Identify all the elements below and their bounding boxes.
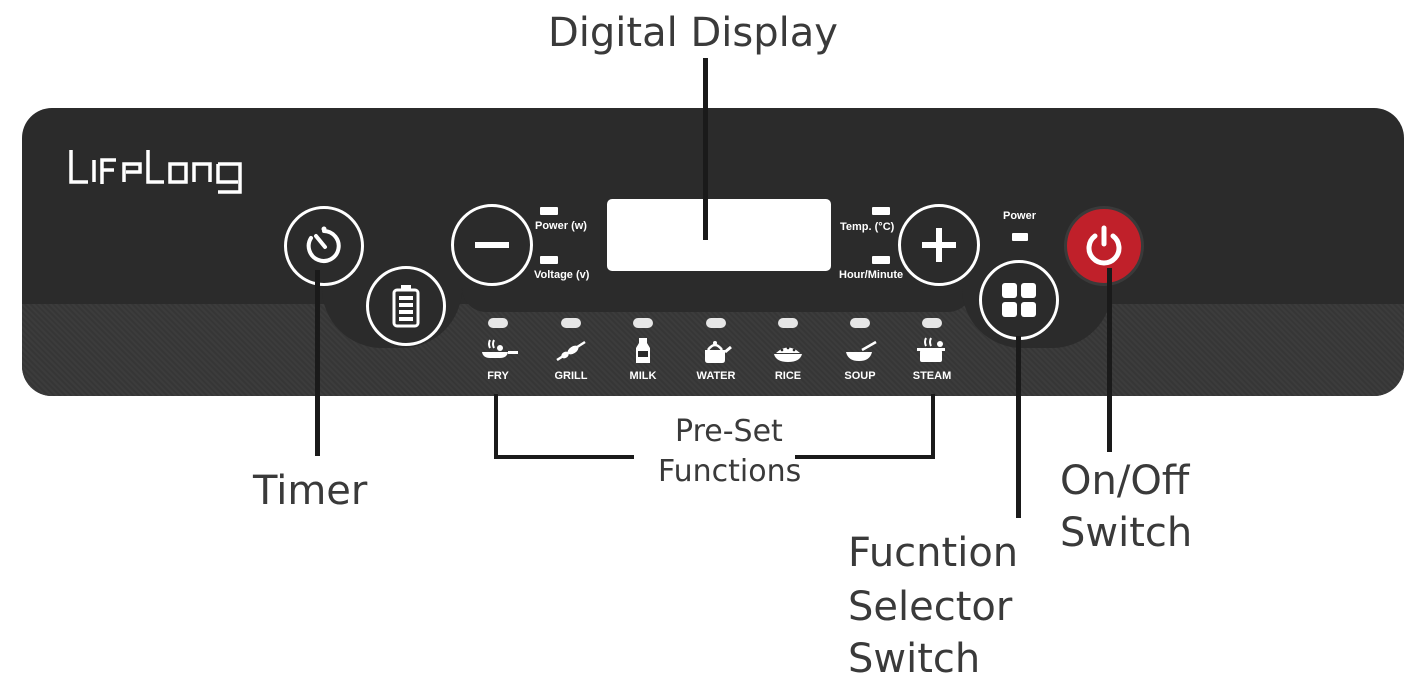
- selector-leader: [1016, 336, 1021, 518]
- power-w-label: Power (w): [535, 220, 587, 232]
- on-off-callout-line2: Switch: [1060, 510, 1193, 556]
- digital-display: [607, 199, 831, 271]
- power-icon: [1086, 225, 1122, 266]
- on-off-callout-line1: On/Off: [1060, 458, 1190, 504]
- water-icon: [705, 341, 732, 363]
- temp-c-label: Temp. (°C): [840, 221, 895, 233]
- lifelong-logo: [69, 150, 242, 194]
- preset-label-grill: GRILL: [554, 370, 588, 382]
- voltage-v-label: Voltage (v): [534, 269, 590, 281]
- preset-label-milk: MILK: [629, 370, 657, 382]
- preset-led-steam: [922, 318, 942, 328]
- hour-minute-label: Hour/Minute: [839, 269, 904, 281]
- preset-label-fry: FRY: [487, 370, 509, 382]
- milk-icon: [636, 338, 650, 363]
- hour-minute-led: [872, 256, 890, 264]
- grid-icon: [1002, 283, 1036, 317]
- preset-led-water: [706, 318, 726, 328]
- preset-label-water: WATER: [696, 370, 736, 382]
- soup-icon: [846, 340, 877, 361]
- power-w-led: [540, 207, 558, 215]
- fry-icon: [482, 339, 518, 358]
- rice-icon: [774, 346, 802, 362]
- grill-icon: [556, 340, 586, 362]
- preset-label-soup: SOUP: [844, 370, 876, 382]
- preset-led-rice: [778, 318, 798, 328]
- digital-display-leader: [703, 58, 708, 240]
- battery-button[interactable]: [366, 266, 446, 346]
- plus-button[interactable]: [898, 204, 980, 286]
- voltage-v-led: [540, 256, 558, 264]
- digital-display-callout: Digital Display: [548, 10, 838, 56]
- preset-label-rice: RICE: [774, 370, 802, 382]
- preset-callout-line2: Functions: [658, 454, 802, 489]
- minus-button[interactable]: [451, 204, 533, 286]
- preset-bracket-left-vertical: [494, 394, 498, 458]
- timer-callout: Timer: [253, 468, 368, 514]
- timer-icon: [306, 226, 341, 263]
- selector-callout-line3: Switch: [848, 636, 981, 682]
- preset-label-steam: STEAM: [912, 370, 952, 382]
- preset-led-soup: [850, 318, 870, 328]
- power-label: Power: [1003, 210, 1037, 222]
- selector-callout-line1: Fucntion: [848, 530, 1019, 576]
- preset-bracket-right-vertical: [931, 394, 935, 458]
- function-selector-button[interactable]: [979, 260, 1059, 340]
- steam-icon: [917, 337, 945, 362]
- preset-bracket-left-horizontal: [494, 455, 634, 459]
- timer-leader: [315, 270, 320, 456]
- battery-icon: [392, 285, 420, 328]
- timer-button[interactable]: [284, 206, 364, 286]
- preset-led-fry: [488, 318, 508, 328]
- preset-callout-line1: Pre-Set: [675, 414, 783, 449]
- preset-led-grill: [561, 318, 581, 328]
- selector-callout-line2: Selector: [848, 584, 1013, 630]
- power-button[interactable]: [1064, 206, 1144, 286]
- temp-c-led: [872, 207, 890, 215]
- on-off-leader: [1107, 268, 1112, 452]
- panel-notch-center: [462, 288, 972, 312]
- power-led: [1012, 233, 1028, 241]
- preset-bracket-right-horizontal: [795, 455, 935, 459]
- minus-icon: [475, 242, 509, 248]
- plus-icon: [922, 228, 956, 262]
- control-panel: lifelong Power (w) Voltage (v) Temp. (°C…: [22, 108, 1404, 396]
- preset-led-milk: [633, 318, 653, 328]
